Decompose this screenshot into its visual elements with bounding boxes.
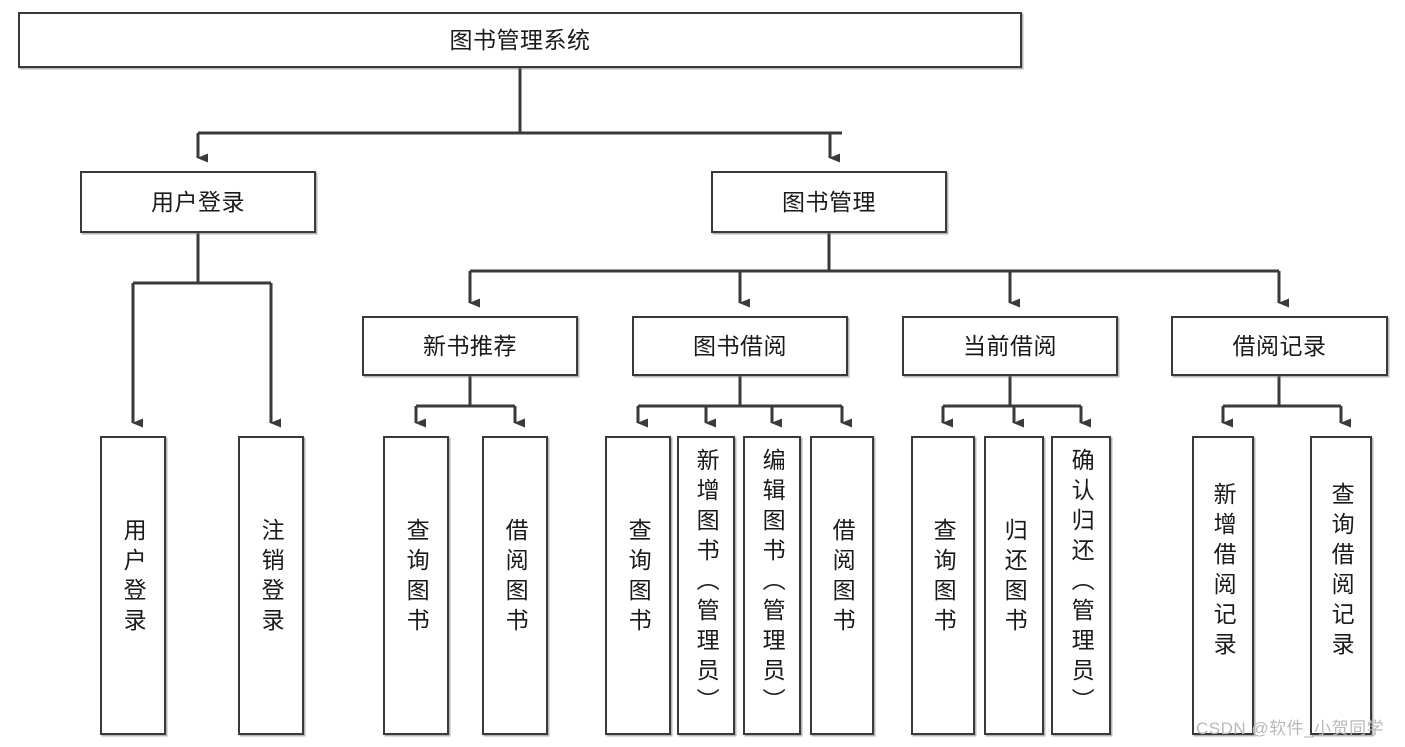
node-leaf-borrow-edit-book[interactable]: 编辑图书（管理员） — [743, 436, 801, 735]
node-new-book-recommend[interactable]: 新书推荐 — [362, 316, 578, 376]
node-leaf-borrow-lend-book-label: 借阅图书 — [829, 518, 856, 638]
node-leaf-current-query-book[interactable]: 查询图书 — [911, 436, 975, 735]
node-root-label: 图书管理系统 — [449, 26, 591, 53]
node-book-manage[interactable]: 图书管理 — [711, 171, 947, 233]
node-book-borrow-label: 图书借阅 — [693, 332, 787, 359]
node-leaf-record-add-label: 新增借阅记录 — [1210, 482, 1237, 662]
node-root[interactable]: 图书管理系统 — [18, 12, 1022, 68]
node-leaf-record-query-label: 查询借阅记录 — [1328, 482, 1355, 662]
node-leaf-current-query-book-label: 查询图书 — [930, 518, 957, 638]
node-current-borrow[interactable]: 当前借阅 — [902, 316, 1118, 376]
node-borrow-record-label: 借阅记录 — [1232, 332, 1327, 359]
node-current-borrow-label: 当前借阅 — [963, 332, 1057, 359]
node-borrow-record[interactable]: 借阅记录 — [1171, 316, 1388, 376]
node-leaf-user-logout[interactable]: 注销登录 — [238, 436, 304, 735]
node-leaf-rec-borrow-book[interactable]: 借阅图书 — [482, 436, 548, 735]
node-leaf-user-login-label: 用户登录 — [120, 518, 147, 638]
node-leaf-current-confirm-return[interactable]: 确认归还（管理员） — [1051, 436, 1111, 735]
node-leaf-rec-query-book-label: 查询图书 — [403, 518, 430, 638]
node-leaf-current-return-book-label: 归还图书 — [1001, 518, 1028, 638]
node-leaf-borrow-edit-book-label: 编辑图书（管理员） — [759, 448, 786, 718]
node-leaf-record-query[interactable]: 查询借阅记录 — [1310, 436, 1372, 735]
node-leaf-current-return-book[interactable]: 归还图书 — [984, 436, 1044, 735]
node-book-manage-label: 图书管理 — [782, 188, 876, 215]
node-leaf-rec-query-book[interactable]: 查询图书 — [383, 436, 449, 735]
node-new-book-recommend-label: 新书推荐 — [423, 332, 517, 359]
node-leaf-record-add[interactable]: 新增借阅记录 — [1192, 436, 1254, 735]
node-user-login[interactable]: 用户登录 — [80, 171, 316, 233]
node-leaf-borrow-query-book-label: 查询图书 — [625, 518, 652, 638]
node-leaf-rec-borrow-book-label: 借阅图书 — [502, 518, 529, 638]
node-leaf-borrow-add-book[interactable]: 新增图书（管理员） — [677, 436, 735, 735]
node-leaf-user-logout-label: 注销登录 — [258, 518, 285, 638]
node-leaf-borrow-query-book[interactable]: 查询图书 — [605, 436, 671, 735]
node-book-borrow[interactable]: 图书借阅 — [632, 316, 848, 376]
node-leaf-borrow-lend-book[interactable]: 借阅图书 — [810, 436, 874, 735]
csdn-watermark: CSDN @软件_小贺同学 — [1196, 719, 1385, 738]
node-leaf-borrow-add-book-label: 新增图书（管理员） — [693, 448, 720, 718]
node-user-login-label: 用户登录 — [151, 188, 245, 215]
node-leaf-user-login[interactable]: 用户登录 — [100, 436, 166, 735]
node-leaf-current-confirm-return-label: 确认归还（管理员） — [1068, 448, 1095, 718]
